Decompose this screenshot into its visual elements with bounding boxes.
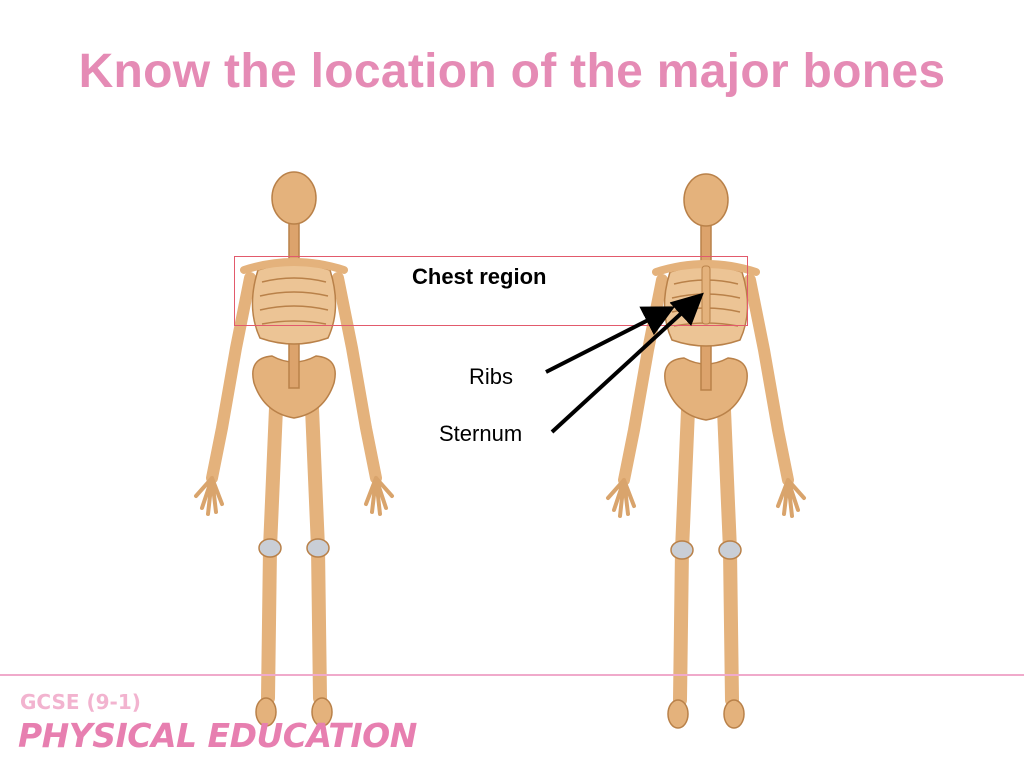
- chest-region-label: Chest region: [412, 264, 547, 289]
- ribs-arrow: [545, 306, 676, 374]
- ribs-label: Ribs: [469, 364, 514, 389]
- footer-divider: [0, 674, 1024, 676]
- sternum-label: Sternum: [439, 421, 523, 446]
- footer-subtitle: GCSE (9-1): [20, 690, 141, 714]
- chest-region-box: [234, 256, 748, 326]
- sternum-arrow: [550, 292, 704, 434]
- slide-title: Know the location of the major bones: [78, 45, 946, 98]
- footer-course-title: PHYSICAL EDUCATION: [18, 716, 417, 755]
